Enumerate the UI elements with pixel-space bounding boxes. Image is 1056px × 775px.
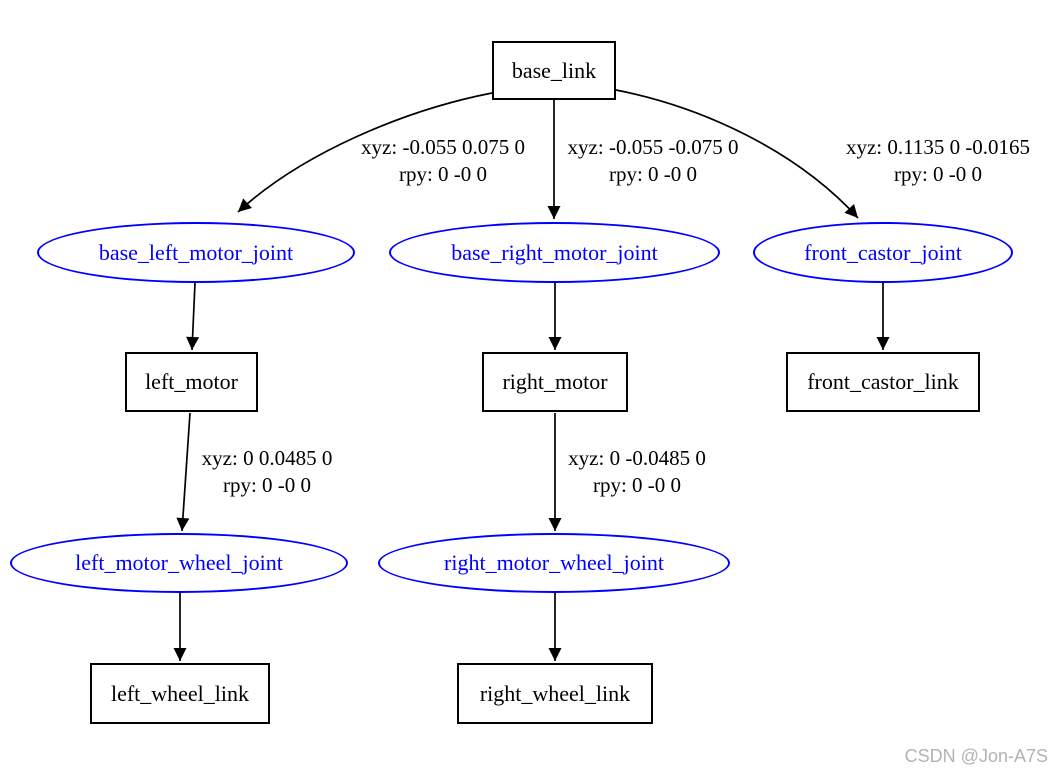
node-left-wheel-link: left_wheel_link — [90, 663, 270, 724]
node-front-castor-joint: front_castor_joint — [753, 222, 1013, 283]
edge-left-motor-to-left-motor-wheel-joint — [176, 412, 191, 532]
node-front-castor-link: front_castor_link — [786, 352, 980, 412]
edge-label-left-motor-wheel-joint: xyz: 0 0.0485 0 rpy: 0 -0 0 — [188, 445, 346, 499]
edge-label-base-left-motor-joint: xyz: -0.055 0.075 0 rpy: 0 -0 0 — [343, 134, 543, 188]
edge-label-rpy: rpy: 0 -0 0 — [893, 162, 983, 186]
edge-label-rpy: rpy: 0 -0 0 — [222, 473, 312, 497]
edge-base-link-to-front-castor-joint — [615, 89, 859, 219]
node-right-motor-wheel-joint: right_motor_wheel_joint — [378, 533, 730, 593]
edge-label-base-right-motor-joint: xyz: -0.055 -0.075 0 rpy: 0 -0 0 — [551, 134, 755, 188]
node-left-motor: left_motor — [125, 352, 258, 412]
edge-label-xyz: xyz: 0 0.0485 0 — [201, 446, 333, 470]
edge-label-rpy: rpy: 0 -0 0 — [398, 162, 488, 186]
edge-label-xyz: xyz: 0.1135 0 -0.0165 — [845, 135, 1031, 159]
node-left-motor-wheel-joint: left_motor_wheel_joint — [10, 533, 348, 593]
node-base-left-motor-joint: base_left_motor_joint — [37, 222, 355, 283]
edge-label-right-motor-wheel-joint: xyz: 0 -0.0485 0 rpy: 0 -0 0 — [554, 445, 720, 499]
edge-base-link-to-base-left-motor-joint — [237, 92, 493, 213]
edge-label-rpy: rpy: 0 -0 0 — [608, 162, 698, 186]
node-base-link: base_link — [492, 41, 616, 100]
edge-label-rpy: rpy: 0 -0 0 — [592, 473, 682, 497]
watermark: CSDN @Jon-A7S — [904, 746, 1048, 766]
edge-base-left-motor-joint-to-left-motor — [186, 282, 200, 351]
edge-label-xyz: xyz: -0.055 -0.075 0 — [567, 135, 739, 159]
edge-label-xyz: xyz: -0.055 0.075 0 — [361, 135, 525, 159]
edge-label-xyz: xyz: 0 -0.0485 0 — [568, 446, 706, 470]
node-right-motor: right_motor — [482, 352, 628, 412]
node-right-wheel-link: right_wheel_link — [457, 663, 653, 724]
edge-label-front-castor-joint: xyz: 0.1135 0 -0.0165 rpy: 0 -0 0 — [831, 134, 1045, 188]
node-base-right-motor-joint: base_right_motor_joint — [389, 222, 720, 283]
